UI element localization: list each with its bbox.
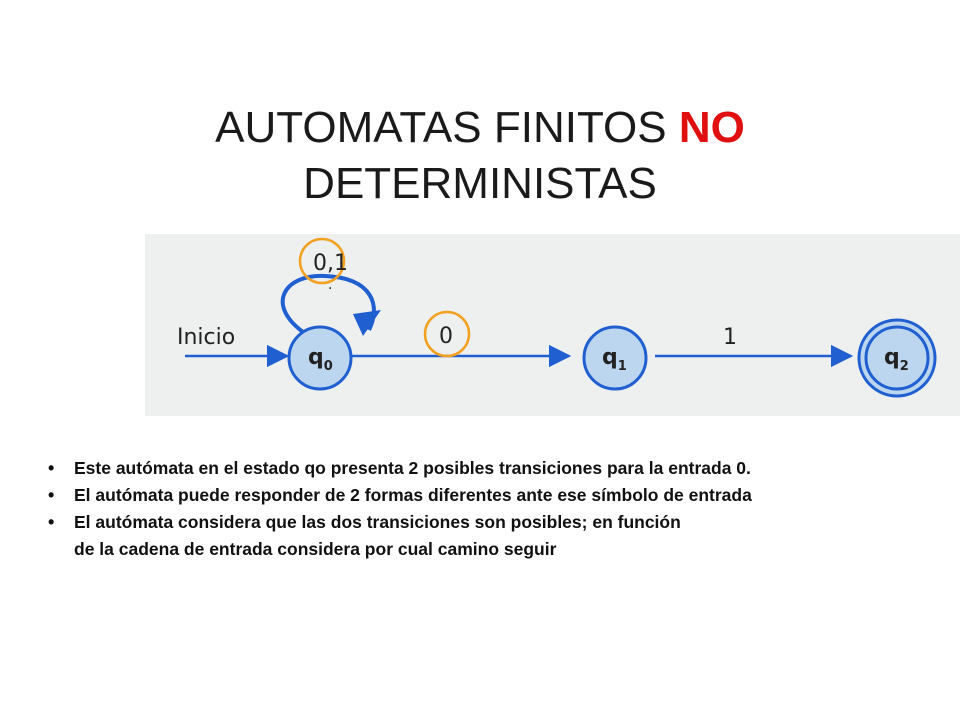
title-line2: DETERMINISTAS bbox=[303, 159, 657, 208]
bullet-list: Este autómata en el estado qo presenta 2… bbox=[48, 455, 916, 563]
highlight-ring-edge bbox=[423, 310, 471, 358]
state-q1-sub: 1 bbox=[618, 359, 627, 374]
title-highlight: NO bbox=[678, 103, 745, 152]
bullet-item-3-line1: El autómata considera que las dos transi… bbox=[74, 512, 681, 532]
state-q1: q1 bbox=[582, 325, 648, 391]
loop-dot: . bbox=[328, 277, 332, 293]
state-q2-base: q bbox=[884, 345, 900, 370]
svg-text:q1: q1 bbox=[602, 345, 627, 374]
state-q0-base: q bbox=[308, 345, 324, 370]
transition-label-q0-q1: 0 bbox=[439, 324, 453, 349]
state-q0-sub: 0 bbox=[324, 359, 333, 374]
transition-label-q1-q2: 1 bbox=[723, 325, 737, 350]
svg-text:q0: q0 bbox=[308, 345, 333, 374]
title-line1: AUTOMATAS FINITOS NO bbox=[215, 103, 745, 152]
state-q0: q0 bbox=[287, 325, 353, 391]
automaton-diagram: Inicio 0,1 . 0 1 q0 q1 q2 bbox=[145, 234, 960, 416]
state-q1-base: q bbox=[602, 345, 618, 370]
bullet-item-3-line2: de la cadena de entrada considera por cu… bbox=[74, 539, 557, 559]
self-loop-arrowhead bbox=[353, 310, 381, 336]
state-q2: q2 bbox=[857, 318, 937, 398]
automaton-svg: Inicio 0,1 . 0 1 q0 q1 q2 bbox=[145, 234, 960, 416]
transition-label-q0-q0: 0,1 bbox=[313, 251, 348, 276]
title-prefix: AUTOMATAS FINITOS bbox=[215, 103, 679, 152]
self-loop-q0 bbox=[280, 273, 376, 334]
highlight-ring-loop bbox=[298, 237, 346, 285]
bullet-item-1: Este autómata en el estado qo presenta 2… bbox=[48, 455, 916, 482]
slide-title: AUTOMATAS FINITOS NO DETERMINISTAS bbox=[0, 100, 960, 212]
svg-text:q2: q2 bbox=[884, 345, 909, 374]
diagram-background bbox=[145, 234, 960, 416]
state-q2-sub: 2 bbox=[900, 359, 909, 374]
bullet-item-2: El autómata puede responder de 2 formas … bbox=[48, 482, 916, 509]
bullet-item-3: El autómata considera que las dos transi… bbox=[48, 509, 916, 563]
start-label: Inicio bbox=[177, 325, 235, 350]
